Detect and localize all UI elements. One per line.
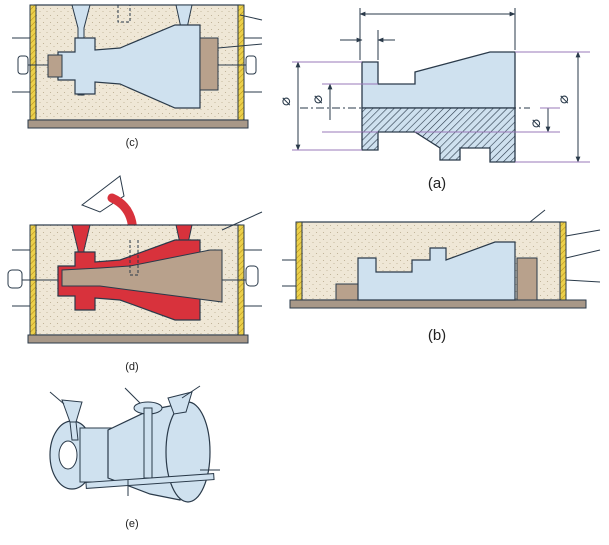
label-a: (a): [428, 175, 446, 192]
panel-b-flask-right: [559, 221, 567, 301]
label-e: (e): [125, 518, 138, 530]
panel-e-sprue-cup: [61, 399, 83, 423]
panel-c-flask-left: [29, 4, 37, 121]
panel-b-drag-half: [282, 209, 601, 309]
panel-b-core-print-left: [335, 283, 359, 301]
panel-b-pattern-half: [357, 241, 516, 301]
panel-c-core-print-left: [47, 54, 63, 78]
panel-d-base-plate: [27, 334, 249, 344]
panel-d-core: [61, 249, 223, 303]
panel-e-neck: [79, 427, 113, 483]
panel-b-core-print-right: [516, 257, 538, 301]
label-d: (d): [125, 361, 138, 373]
phi-symbol-4: ⌀: [526, 119, 544, 128]
panel-e-riser-stem: [143, 407, 153, 479]
panel-d-pouring: [7, 175, 263, 344]
phi-symbol-2: ⌀: [308, 95, 326, 104]
label-c: (c): [126, 137, 139, 149]
panel-e-runner: [85, 473, 215, 489]
panel-c-pattern: [57, 24, 201, 109]
label-b: (b): [428, 327, 446, 344]
panel-e-leader-lines: [49, 385, 220, 496]
panel-e-large-end: [165, 401, 211, 503]
panel-b-flask-left: [295, 221, 303, 301]
panel-b-pins: [282, 209, 601, 287]
panel-e-flange-bore: [58, 440, 78, 470]
panel-a-part-upper: [361, 51, 516, 109]
panel-a-part-drawing: ⌀ ⌀ ⌀ ⌀: [276, 8, 590, 163]
panel-c-base-plate: [27, 119, 249, 129]
panel-e-finished-casting: [49, 385, 220, 503]
panel-e-riser-2: [167, 391, 193, 415]
panel-a-dimensions: [295, 8, 581, 163]
panel-c-mould-with-pattern: [12, 4, 263, 129]
panel-c-core-print-right: [199, 37, 219, 91]
panel-c-pour-cup-dashed: [117, 5, 131, 23]
phi-symbol-3: ⌀: [554, 95, 572, 104]
panel-a-part-lower-section: [361, 107, 516, 163]
panel-d-core-chaplet: [129, 240, 139, 276]
panel-e-sprue-stem: [69, 421, 79, 441]
panel-d-ladle: [80, 175, 125, 213]
panel-d-clamps: [7, 211, 263, 307]
panel-c-clamps-left: [12, 37, 30, 93]
panel-c-clamps-right: [217, 14, 263, 93]
panel-a-extension-lines: [292, 51, 590, 163]
phi-symbol-1: ⌀: [276, 97, 294, 106]
panel-b-base-plate: [289, 299, 587, 309]
panel-c-flask-right: [237, 4, 245, 121]
